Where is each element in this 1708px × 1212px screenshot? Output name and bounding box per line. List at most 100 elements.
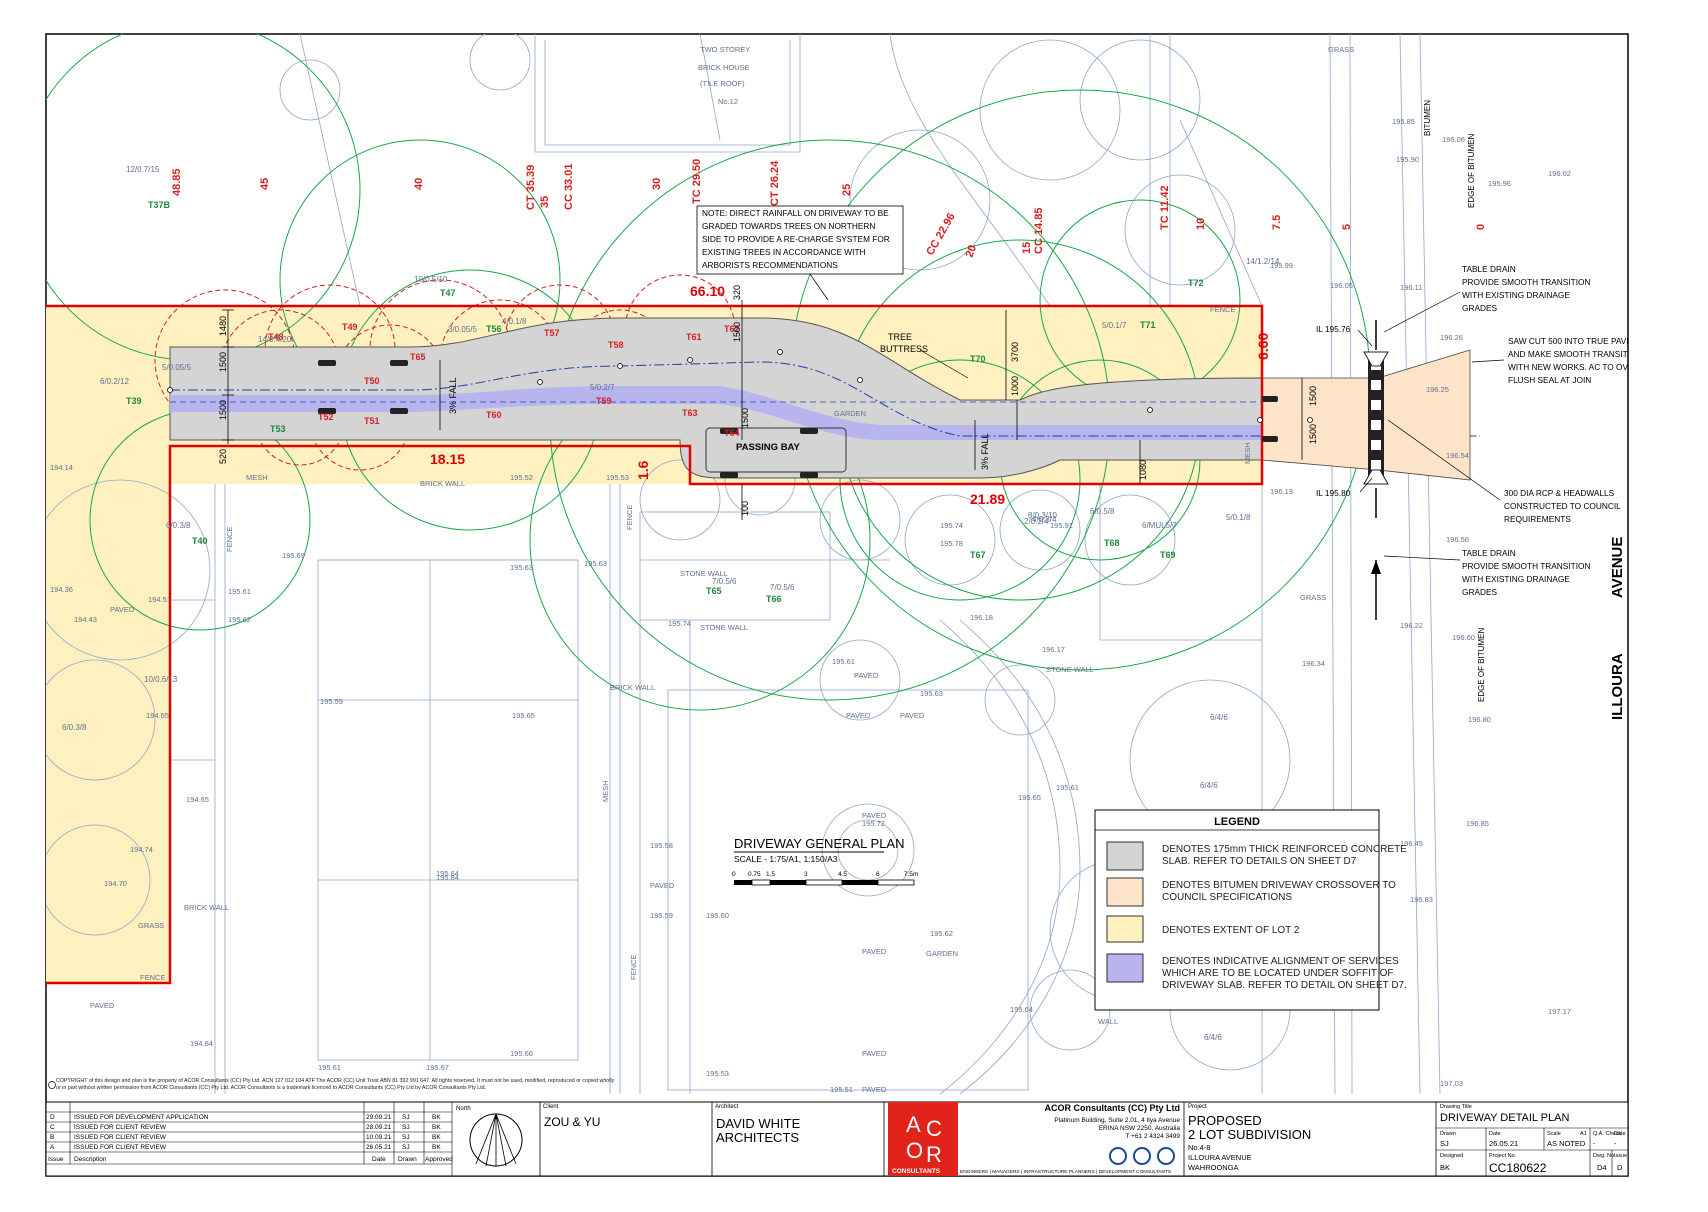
- service-markers: [167, 349, 1313, 423]
- spot-level: 195.59: [320, 697, 343, 706]
- revision-approved: BK: [432, 1114, 441, 1121]
- dimension: 520: [218, 449, 228, 464]
- spot-level: 195.69: [282, 551, 305, 560]
- drawing-title-value: DRIVEWAY DETAIL PLAN: [1440, 1112, 1569, 1124]
- surface-label: BRICK WALL: [420, 479, 465, 488]
- quality-badge-icon: [1109, 1147, 1127, 1165]
- logo-letter: R: [926, 1142, 942, 1167]
- spot-level: 197.03: [1440, 1079, 1463, 1088]
- note-line: PROVIDE SMOOTH TRANSITION: [1462, 561, 1590, 571]
- tpz-label: 30: [651, 178, 663, 190]
- tpz-label: 40: [413, 178, 425, 190]
- passing-bay-outline: [705, 427, 847, 473]
- tree-data-label: 6/0.2/12: [100, 377, 129, 386]
- tpz-label: 48.85: [171, 168, 183, 196]
- note-line: EXISTING TREES IN ACCORDANCE WITH: [702, 247, 866, 257]
- tree-data-label: 10/0.5/10: [414, 275, 448, 284]
- revision-desc: ISSUED FOR CLIENT REVIEW: [74, 1144, 167, 1151]
- tree-buttress-line: TREE: [888, 332, 912, 342]
- surface-label: GARDEN: [834, 409, 866, 418]
- invert-level-bottom: IL 195.80: [1316, 488, 1351, 498]
- spot-level: 195.96: [1488, 179, 1511, 188]
- surface-label: BRICK WALL: [184, 903, 229, 912]
- tree-data-label: 6/0.3/8: [62, 723, 87, 732]
- scale-tick: 0.75: [748, 871, 761, 878]
- tree-data-label: 6/4/6: [1210, 713, 1228, 722]
- spot-level: 195.60: [706, 911, 729, 920]
- spot-level: 195.58: [650, 841, 673, 850]
- surface-label: PAVED: [862, 947, 887, 956]
- legend-item-text: DRIVEWAY SLAB. REFER TO DETAIL ON SHEET …: [1162, 980, 1407, 991]
- dimension-texts: 1480 1500 1500 520 320 1500 3700 1000 15…: [218, 285, 1318, 516]
- tpz-label: 25: [841, 184, 853, 196]
- tpz-label: TC 11.42: [1159, 185, 1171, 230]
- invert-level-top: IL 195.76: [1316, 324, 1351, 334]
- title-block: D ISSUED FOR DEVELOPMENT APPLICATION 29.…: [45, 1101, 1629, 1177]
- dimension: 1500: [218, 352, 228, 372]
- tpz-label: 45: [259, 178, 271, 190]
- tree-data-label: 7/0.5/6: [712, 577, 737, 586]
- note-line: SIDE TO PROVIDE A RE-CHARGE SYSTEM FOR: [702, 234, 890, 244]
- issue-value: D: [1617, 1163, 1623, 1172]
- qa-value: -: [1593, 1139, 1596, 1148]
- tree-data-label: 2/0.2/4: [1024, 517, 1049, 526]
- fall-label: 3% FALL: [448, 377, 458, 414]
- tree-data-label: 4/0.1/8: [502, 317, 527, 326]
- legend-item-text: DENOTES EXTENT OF LOT 2: [1162, 925, 1300, 936]
- surface-label: GRASS: [1328, 45, 1354, 54]
- tree-buttress-label: TREE BUTTRESS: [880, 332, 928, 354]
- revision-drawn: SJ: [402, 1124, 410, 1131]
- house-text: TWO STOREY: [700, 45, 750, 54]
- tree-data-label: 5/0.1/7: [1102, 321, 1127, 330]
- revision-drawn: SJ: [402, 1134, 410, 1141]
- revision-date: 28.09.21: [366, 1124, 392, 1131]
- tree-ids-red: T48 T49 T65 T50 T51 T60 T59 T58 T57 T61 …: [268, 322, 740, 438]
- revision-date: 29.09.21: [366, 1114, 392, 1121]
- project-no-value: CC180622: [1489, 1161, 1547, 1175]
- logo-letter: A: [906, 1112, 921, 1137]
- spot-level: 195.90: [1396, 155, 1419, 164]
- note-line: GRADED TOWARDS TREES ON NORTHERN: [702, 221, 875, 231]
- surface-label: STONE WALL: [1046, 665, 1094, 674]
- revision-header: Drawn: [398, 1156, 417, 1163]
- spot-level: 196.54: [1446, 451, 1469, 460]
- tree-data-label: 14/0.4/20: [258, 335, 292, 344]
- legend-title: LEGEND: [1214, 816, 1260, 828]
- spot-level: 195.63: [920, 689, 943, 698]
- revision-approved: BK: [432, 1124, 441, 1131]
- fall-label: 3% FALL: [980, 433, 990, 470]
- tree-id: T51: [364, 416, 380, 426]
- dwg-value: D4: [1597, 1163, 1607, 1172]
- spot-level: 196.56: [1446, 535, 1469, 544]
- spot-level: 195.61: [1056, 783, 1079, 792]
- services-alignment: [170, 386, 1262, 440]
- acor-logo-mark: [888, 1102, 958, 1176]
- spot-level: 194.65: [186, 795, 209, 804]
- tree-id: T57: [544, 328, 560, 338]
- note-line: TABLE DRAIN: [1462, 264, 1516, 274]
- spot-level: 195.53: [606, 473, 629, 482]
- safety-badge-icon: [1157, 1147, 1175, 1165]
- logo-caption: CONSULTANTS: [892, 1168, 941, 1175]
- tree-id: T67: [970, 550, 986, 560]
- designed-value: BK: [1440, 1163, 1450, 1172]
- tree-id: T62: [724, 324, 740, 334]
- surface-label: FENCE: [625, 505, 634, 530]
- surface-label: MESH: [601, 780, 610, 802]
- spot-level: 195.91: [1050, 521, 1073, 530]
- spot-level: 195.61: [318, 1063, 341, 1072]
- surface-label: FENCE: [225, 527, 234, 552]
- architect-label: Architect: [715, 1104, 739, 1110]
- revision-issue: C: [50, 1124, 55, 1131]
- drawing-info: Drawing Title DRIVEWAY DETAIL PLAN Drawn…: [1436, 1104, 1628, 1176]
- revision-drawn: SJ: [402, 1114, 410, 1121]
- surface-label: PAVED: [854, 671, 879, 680]
- revision-header: Issue: [48, 1156, 64, 1163]
- spot-level: 196.25: [1426, 385, 1449, 394]
- note-line: CONSTRUCTED TO COUNCIL: [1504, 501, 1621, 511]
- tree-id: T68: [1104, 538, 1120, 548]
- spot-level: 196.17: [1042, 645, 1065, 654]
- north-arrow: North: [456, 1102, 1437, 1176]
